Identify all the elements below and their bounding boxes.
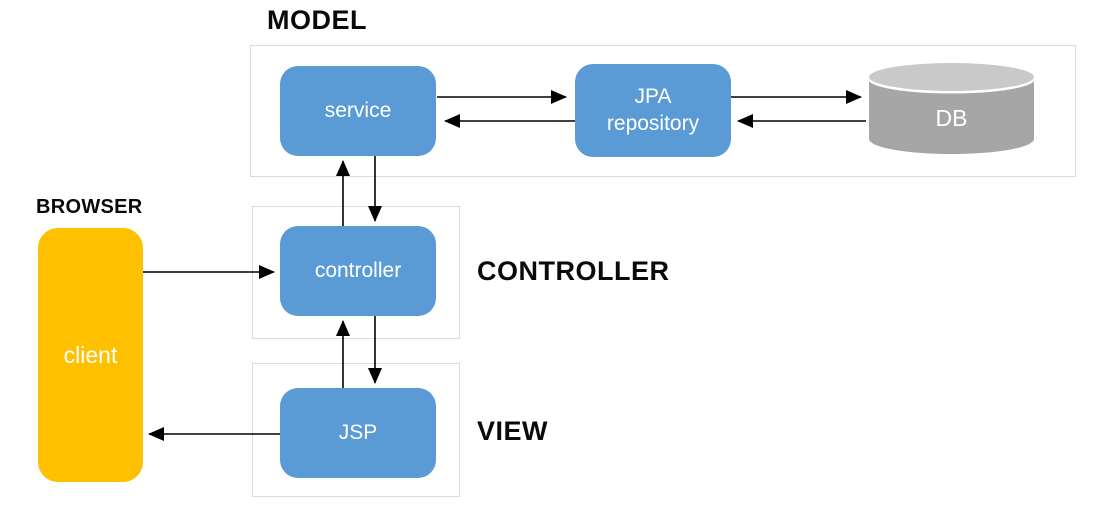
jpa-repository-node: JPA repository [575, 64, 731, 157]
db-cylinder-shape [867, 62, 1036, 154]
client-node: client [38, 228, 143, 482]
client-node-label: client [63, 341, 118, 368]
controller-node-label: controller [314, 258, 402, 282]
jpa-repository-node-label: JPA repository [607, 84, 699, 137]
jpa-repository-line2: repository [606, 111, 700, 135]
controller-section-label: CONTROLLER [477, 256, 670, 286]
controller-node: controller [280, 226, 436, 316]
jpa-repository-line1: JPA [634, 85, 672, 109]
jsp-node: JSP [280, 388, 436, 478]
db-node-label: DB [935, 105, 968, 131]
model-section-label: MODEL [267, 5, 367, 35]
jsp-node-label: JSP [338, 420, 378, 444]
service-node: service [280, 66, 436, 156]
view-section-label: VIEW [477, 416, 549, 446]
browser-section-label: BROWSER [36, 196, 143, 218]
db-cylinder: DB [867, 62, 1036, 155]
service-node-label: service [324, 98, 392, 122]
